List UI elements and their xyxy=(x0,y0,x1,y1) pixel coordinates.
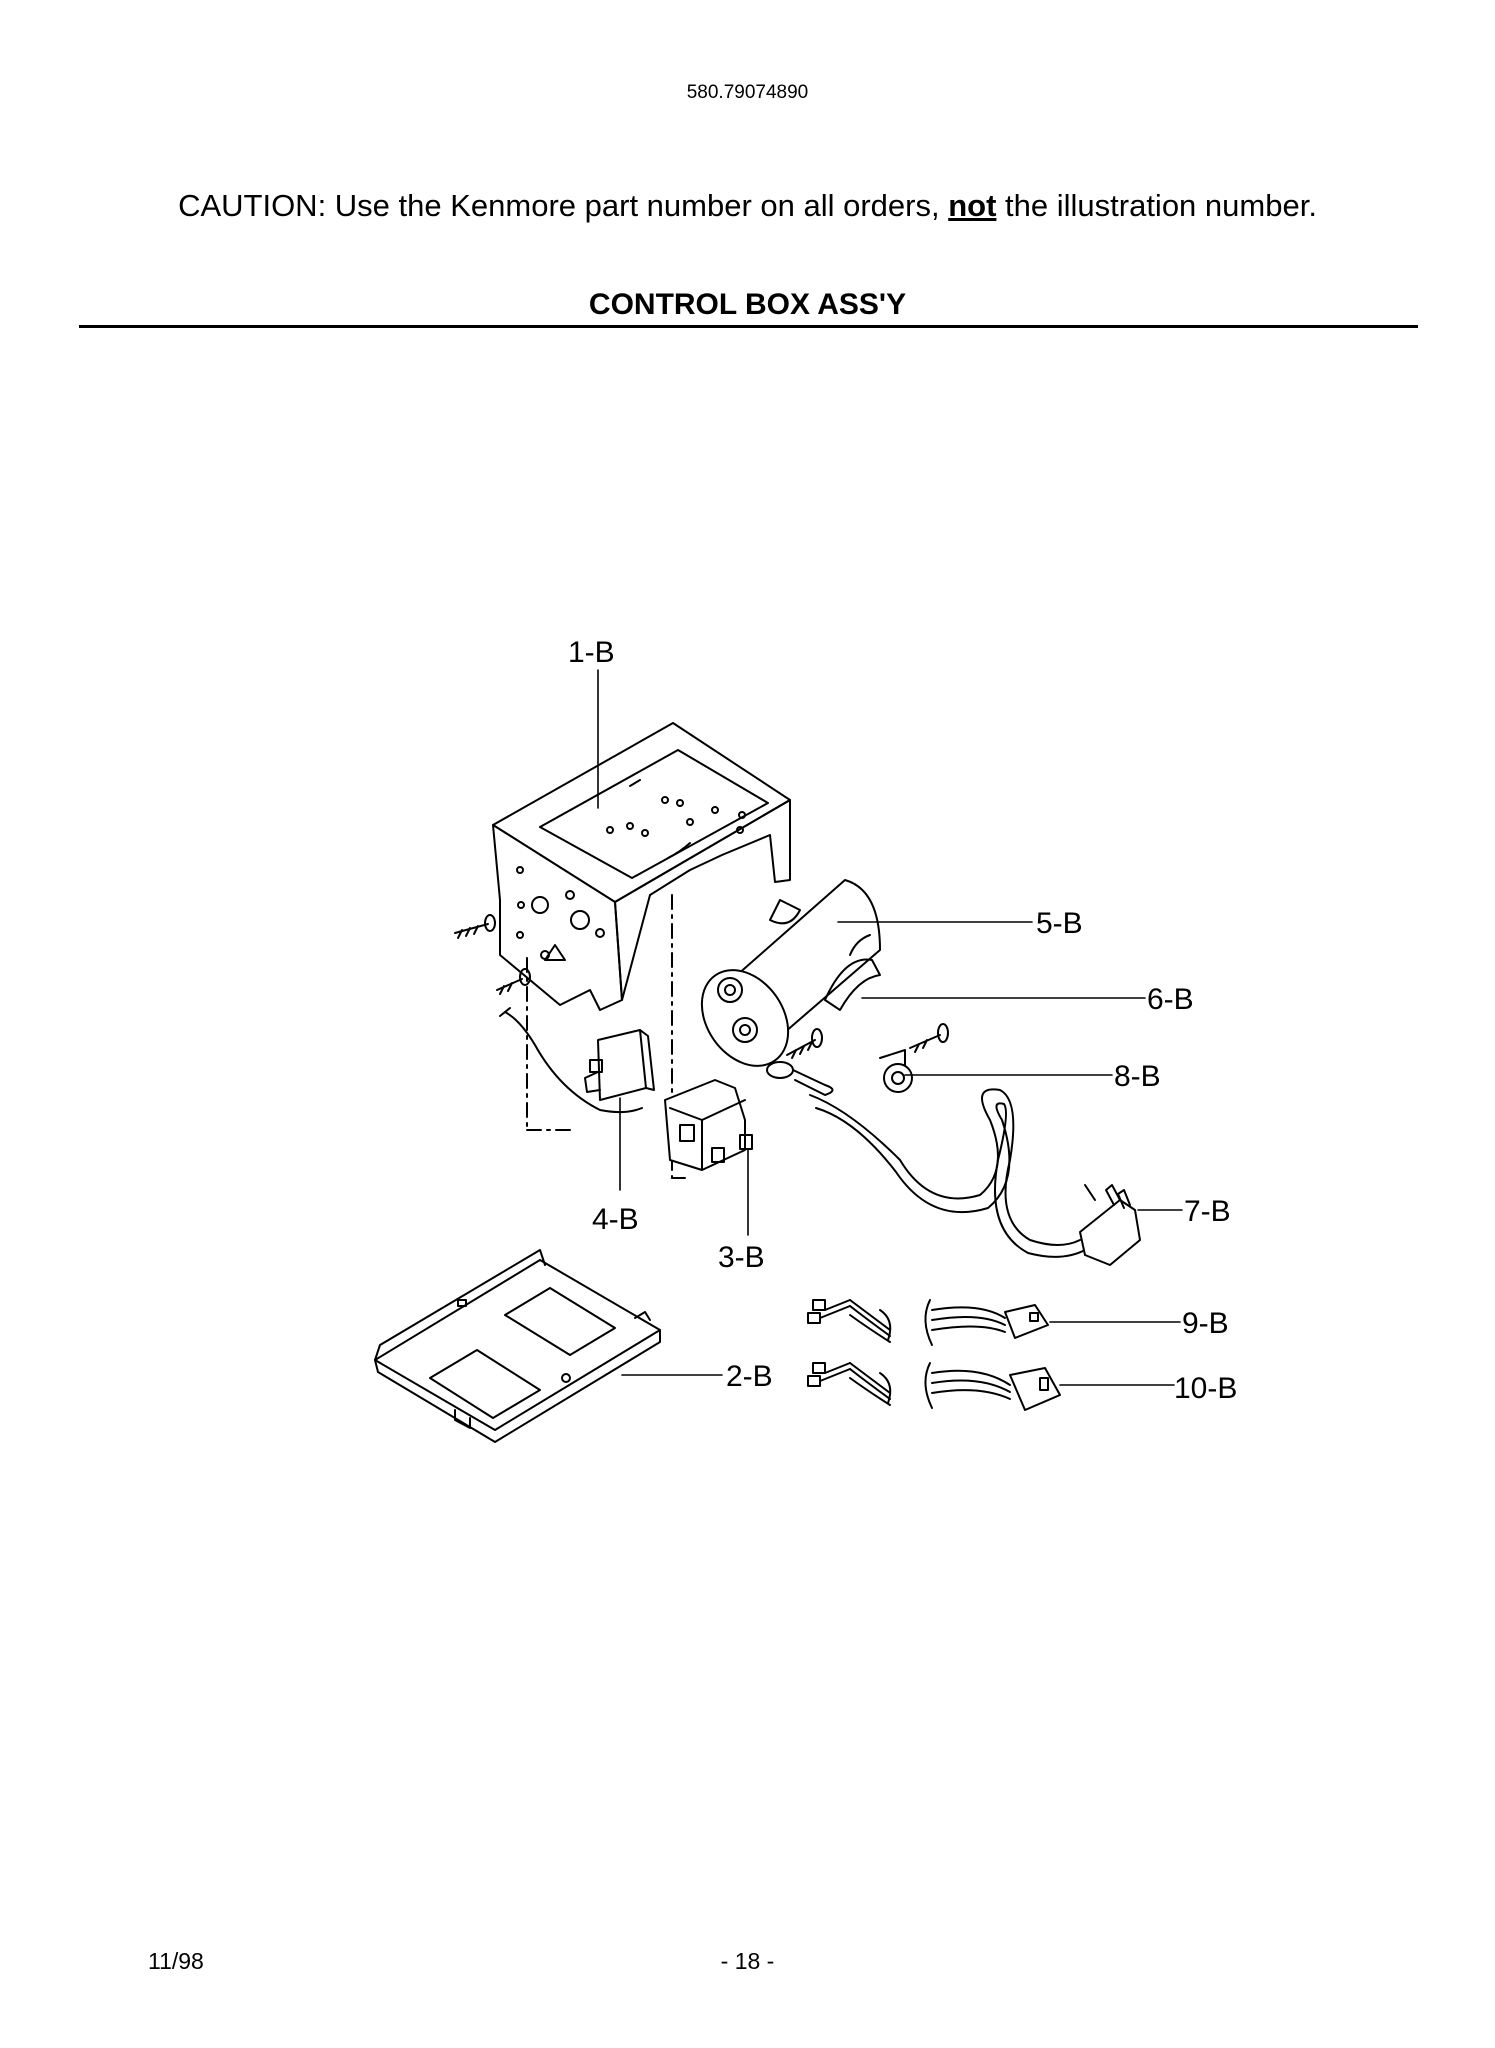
callout-8-b: 8-B xyxy=(1114,1060,1161,1093)
callout-7-b: 7-B xyxy=(1184,1195,1231,1228)
caution-prefix: CAUTION: Use the Kenmore part number on … xyxy=(178,188,949,223)
screw-left xyxy=(454,914,496,939)
wire-harness-10 xyxy=(807,1362,1061,1411)
callout-9-b: 9-B xyxy=(1182,1307,1229,1340)
caution-emphasis: not xyxy=(948,188,997,223)
model-number: 580.79074890 xyxy=(686,82,809,103)
page-number: - 18 - xyxy=(720,1948,775,1974)
control-box-bracket xyxy=(492,722,791,1011)
ground-lead xyxy=(766,1061,834,1096)
callout-3-b: 3-B xyxy=(718,1241,765,1274)
cord-clamp xyxy=(879,1023,949,1093)
title-rule xyxy=(79,325,1418,328)
callout-leader-lines xyxy=(597,669,1183,1386)
caution-note: CAUTION: Use the Kenmore part number on … xyxy=(0,188,1495,224)
footer-date: 11/98 xyxy=(148,1948,204,1974)
callout-2-b: 2-B xyxy=(726,1360,773,1393)
ground-screw xyxy=(786,1028,823,1059)
section-title: CONTROL BOX ASS'Y xyxy=(588,288,907,321)
callout-1-b: 1-B xyxy=(568,636,615,669)
screw-lower xyxy=(496,968,531,995)
relay-component xyxy=(664,1079,753,1171)
switch-component xyxy=(499,1007,655,1114)
callout-5-b: 5-B xyxy=(1036,907,1083,940)
callout-6-b: 6-B xyxy=(1147,983,1194,1016)
callout-4-b: 4-B xyxy=(592,1203,639,1236)
cover-plate xyxy=(374,1249,661,1443)
power-cord xyxy=(809,1088,1141,1266)
wire-harness-9 xyxy=(807,1299,1049,1346)
callout-labels: 1-B 5-B 6-B 8-B 7-B 4-B 3-B 2-B 9-B 10-B xyxy=(568,636,1237,1405)
caution-suffix: the illustration number. xyxy=(996,188,1317,223)
capacitor-component xyxy=(700,879,881,1067)
callout-10-b: 10-B xyxy=(1174,1372,1237,1405)
